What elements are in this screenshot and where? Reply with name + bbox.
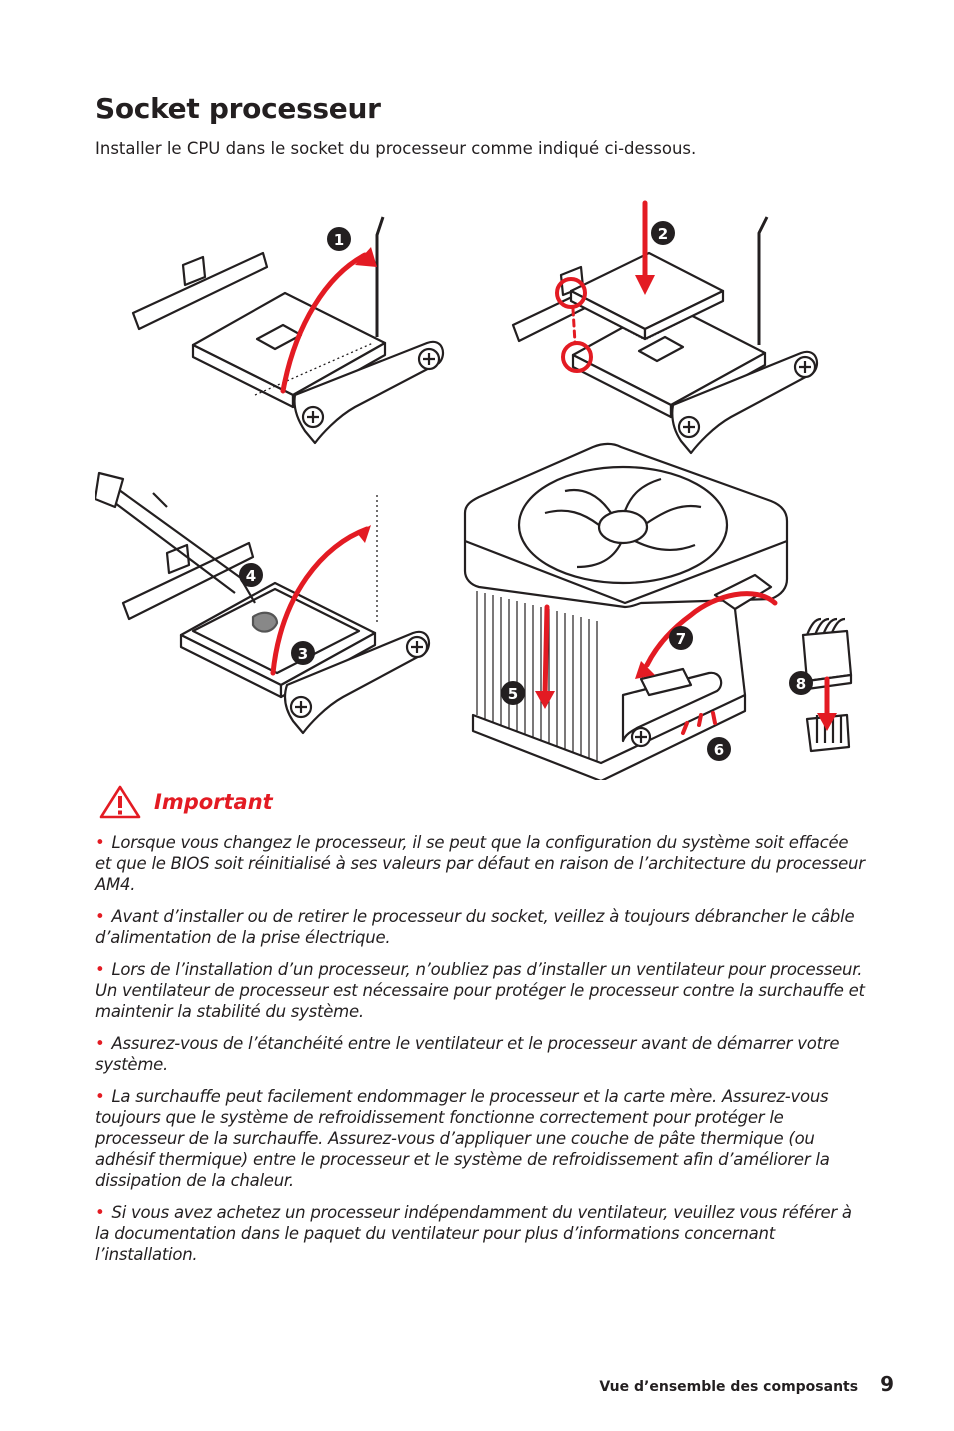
socket-close-illustration <box>95 471 431 735</box>
note-item: •Lors de l’installation d’un processeur,… <box>95 960 865 1021</box>
step-3-marker: 3 <box>291 641 315 665</box>
note-item: •Lorsque vous changez le processeur, il … <box>95 833 865 894</box>
note-item: •Assurez-vous de l’étanchéité entre le v… <box>95 1034 840 1074</box>
step-4-marker: 4 <box>239 563 263 587</box>
note-item: •La surchauffe peut facilement endommage… <box>95 1087 830 1190</box>
svg-text:1: 1 <box>334 231 344 249</box>
heatsink-fan-illustration <box>463 442 789 780</box>
warning-icon <box>99 785 141 819</box>
important-heading: Important <box>98 782 273 822</box>
svg-text:4: 4 <box>246 567 256 585</box>
step-2-marker: 2 <box>651 221 675 245</box>
svg-text:6: 6 <box>714 741 724 759</box>
svg-text:2: 2 <box>658 225 668 243</box>
bullet-icon: • <box>95 1087 105 1106</box>
bullet-icon: • <box>95 1034 105 1053</box>
svg-text:8: 8 <box>796 675 806 693</box>
step-8-marker: 8 <box>789 671 813 695</box>
note-item: •Si vous avez achetez un processeur indé… <box>95 1203 852 1264</box>
step-5-marker: 5 <box>501 681 525 705</box>
step-7-marker: 7 <box>669 626 693 650</box>
svg-text:3: 3 <box>298 645 308 663</box>
step-6-marker: 6 <box>707 737 731 761</box>
svg-text:7: 7 <box>676 630 686 648</box>
page-title: Socket processeur <box>95 92 381 125</box>
socket-open-illustration <box>131 216 445 445</box>
note-item: •Avant d’installer ou de retirer le proc… <box>95 907 855 947</box>
important-label: Important <box>154 790 273 814</box>
page-number: 9 <box>880 1372 894 1396</box>
important-notes: •Lorsque vous changez le processeur, il … <box>95 832 865 1276</box>
intro-text: Installer le CPU dans le socket du proce… <box>95 139 697 158</box>
bullet-icon: • <box>95 907 105 926</box>
bullet-icon: • <box>95 960 105 979</box>
svg-text:5: 5 <box>508 685 518 703</box>
cpu-place-illustration <box>511 216 819 455</box>
page-footer: Vue d’ensemble des composants 9 <box>599 1372 894 1396</box>
step-1-marker: 1 <box>327 227 351 251</box>
cpu-install-diagram: 1 2 3 4 5 6 7 8 <box>95 200 853 780</box>
bullet-icon: • <box>95 1203 105 1222</box>
step-markers: 1 2 3 4 5 6 7 8 <box>239 221 813 761</box>
footer-section-title: Vue d’ensemble des composants <box>599 1379 859 1395</box>
bullet-icon: • <box>95 833 105 852</box>
